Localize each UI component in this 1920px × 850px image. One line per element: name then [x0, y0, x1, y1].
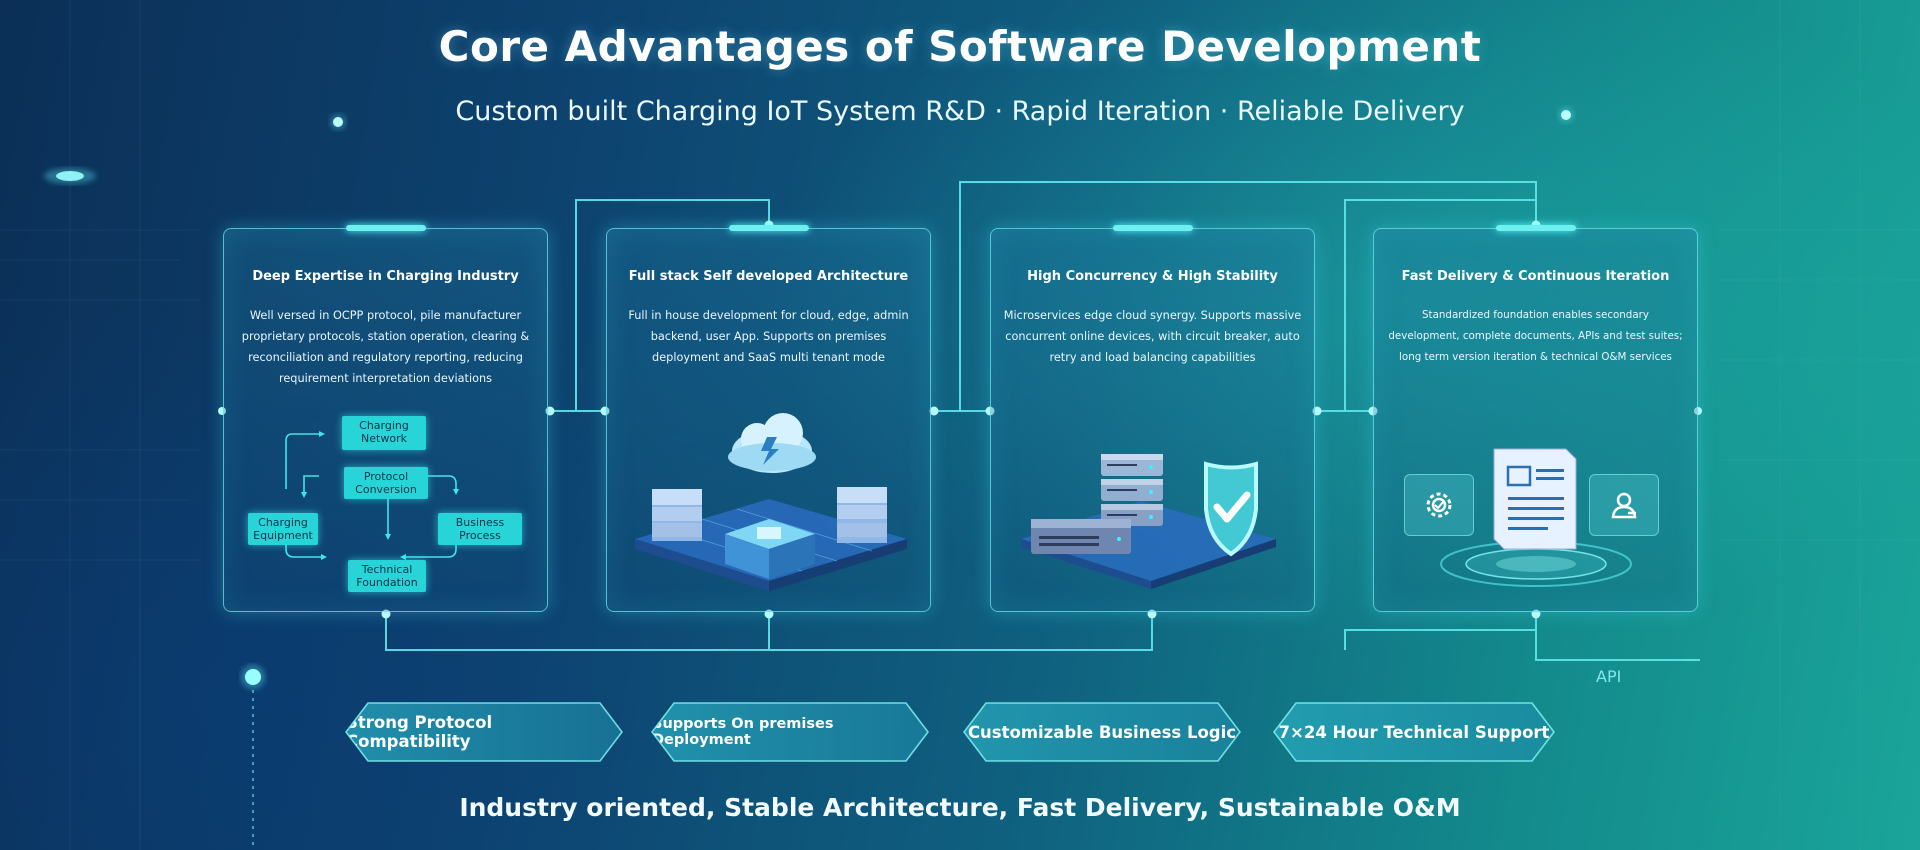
api-label: API: [1596, 667, 1622, 686]
flow-node-business-process: Business Process: [438, 513, 522, 545]
flow-node-charging-network: Charging Network: [342, 416, 426, 450]
flow-node-charging-equipment: Charging Equipment: [248, 513, 318, 545]
servers-shield-illustration: [1021, 454, 1276, 589]
flow-node-protocol-conversion: Protocol Conversion: [344, 467, 428, 499]
card-description: Microservices edge cloud synergy. Suppor…: [1003, 309, 1302, 364]
card-high-concurrency: High Concurrency & High Stability Micros…: [990, 225, 1315, 612]
card-tab-accent: [1496, 225, 1576, 231]
page-title: Core Advantages of Software Development: [438, 22, 1482, 71]
card-title: Full stack Self developed Architecture: [628, 269, 909, 284]
cloud-servers-illustration: [635, 413, 907, 591]
flow-node-technical-foundation: Technical Foundation: [348, 560, 426, 592]
card-fast-delivery: Fast Delivery & Continuous Iteration Sta…: [1373, 225, 1698, 612]
document-platform-illustration: [1440, 448, 1632, 587]
card-description: Full in house development for cloud, edg…: [628, 309, 909, 364]
card-tab-accent: [346, 225, 426, 231]
flow-connector-lines: [285, 431, 459, 560]
settings-badge-icon: [1404, 474, 1474, 536]
feature-pill-on-premises: Supports On premises Deployment: [652, 703, 928, 761]
card-industry-expertise: Deep Expertise in Charging Industry Well…: [223, 225, 548, 612]
card-full-stack: Full stack Self developed Architecture F…: [606, 225, 931, 612]
feature-pill-support: 7×24 Hour Technical Support: [1274, 703, 1554, 761]
page-subtitle: Custom built Charging IoT System R&D · R…: [455, 96, 1465, 127]
card-description: Standardized foundation enables secondar…: [1388, 309, 1683, 363]
feature-pill-business-logic: Customizable Business Logic: [964, 703, 1240, 761]
card-title: Fast Delivery & Continuous Iteration: [1401, 269, 1670, 284]
card-title: High Concurrency & High Stability: [1027, 269, 1278, 284]
card-tab-accent: [729, 225, 809, 231]
feature-pill-protocol: Strong Protocol Compatibility: [346, 703, 622, 761]
tagline: Industry oriented, Stable Architecture, …: [459, 793, 1461, 822]
card-title: Deep Expertise in Charging Industry: [252, 269, 519, 284]
card-tab-accent: [1113, 225, 1193, 231]
card-description: Well versed in OCPP protocol, pile manuf…: [241, 309, 530, 385]
user-support-icon: [1589, 474, 1659, 536]
